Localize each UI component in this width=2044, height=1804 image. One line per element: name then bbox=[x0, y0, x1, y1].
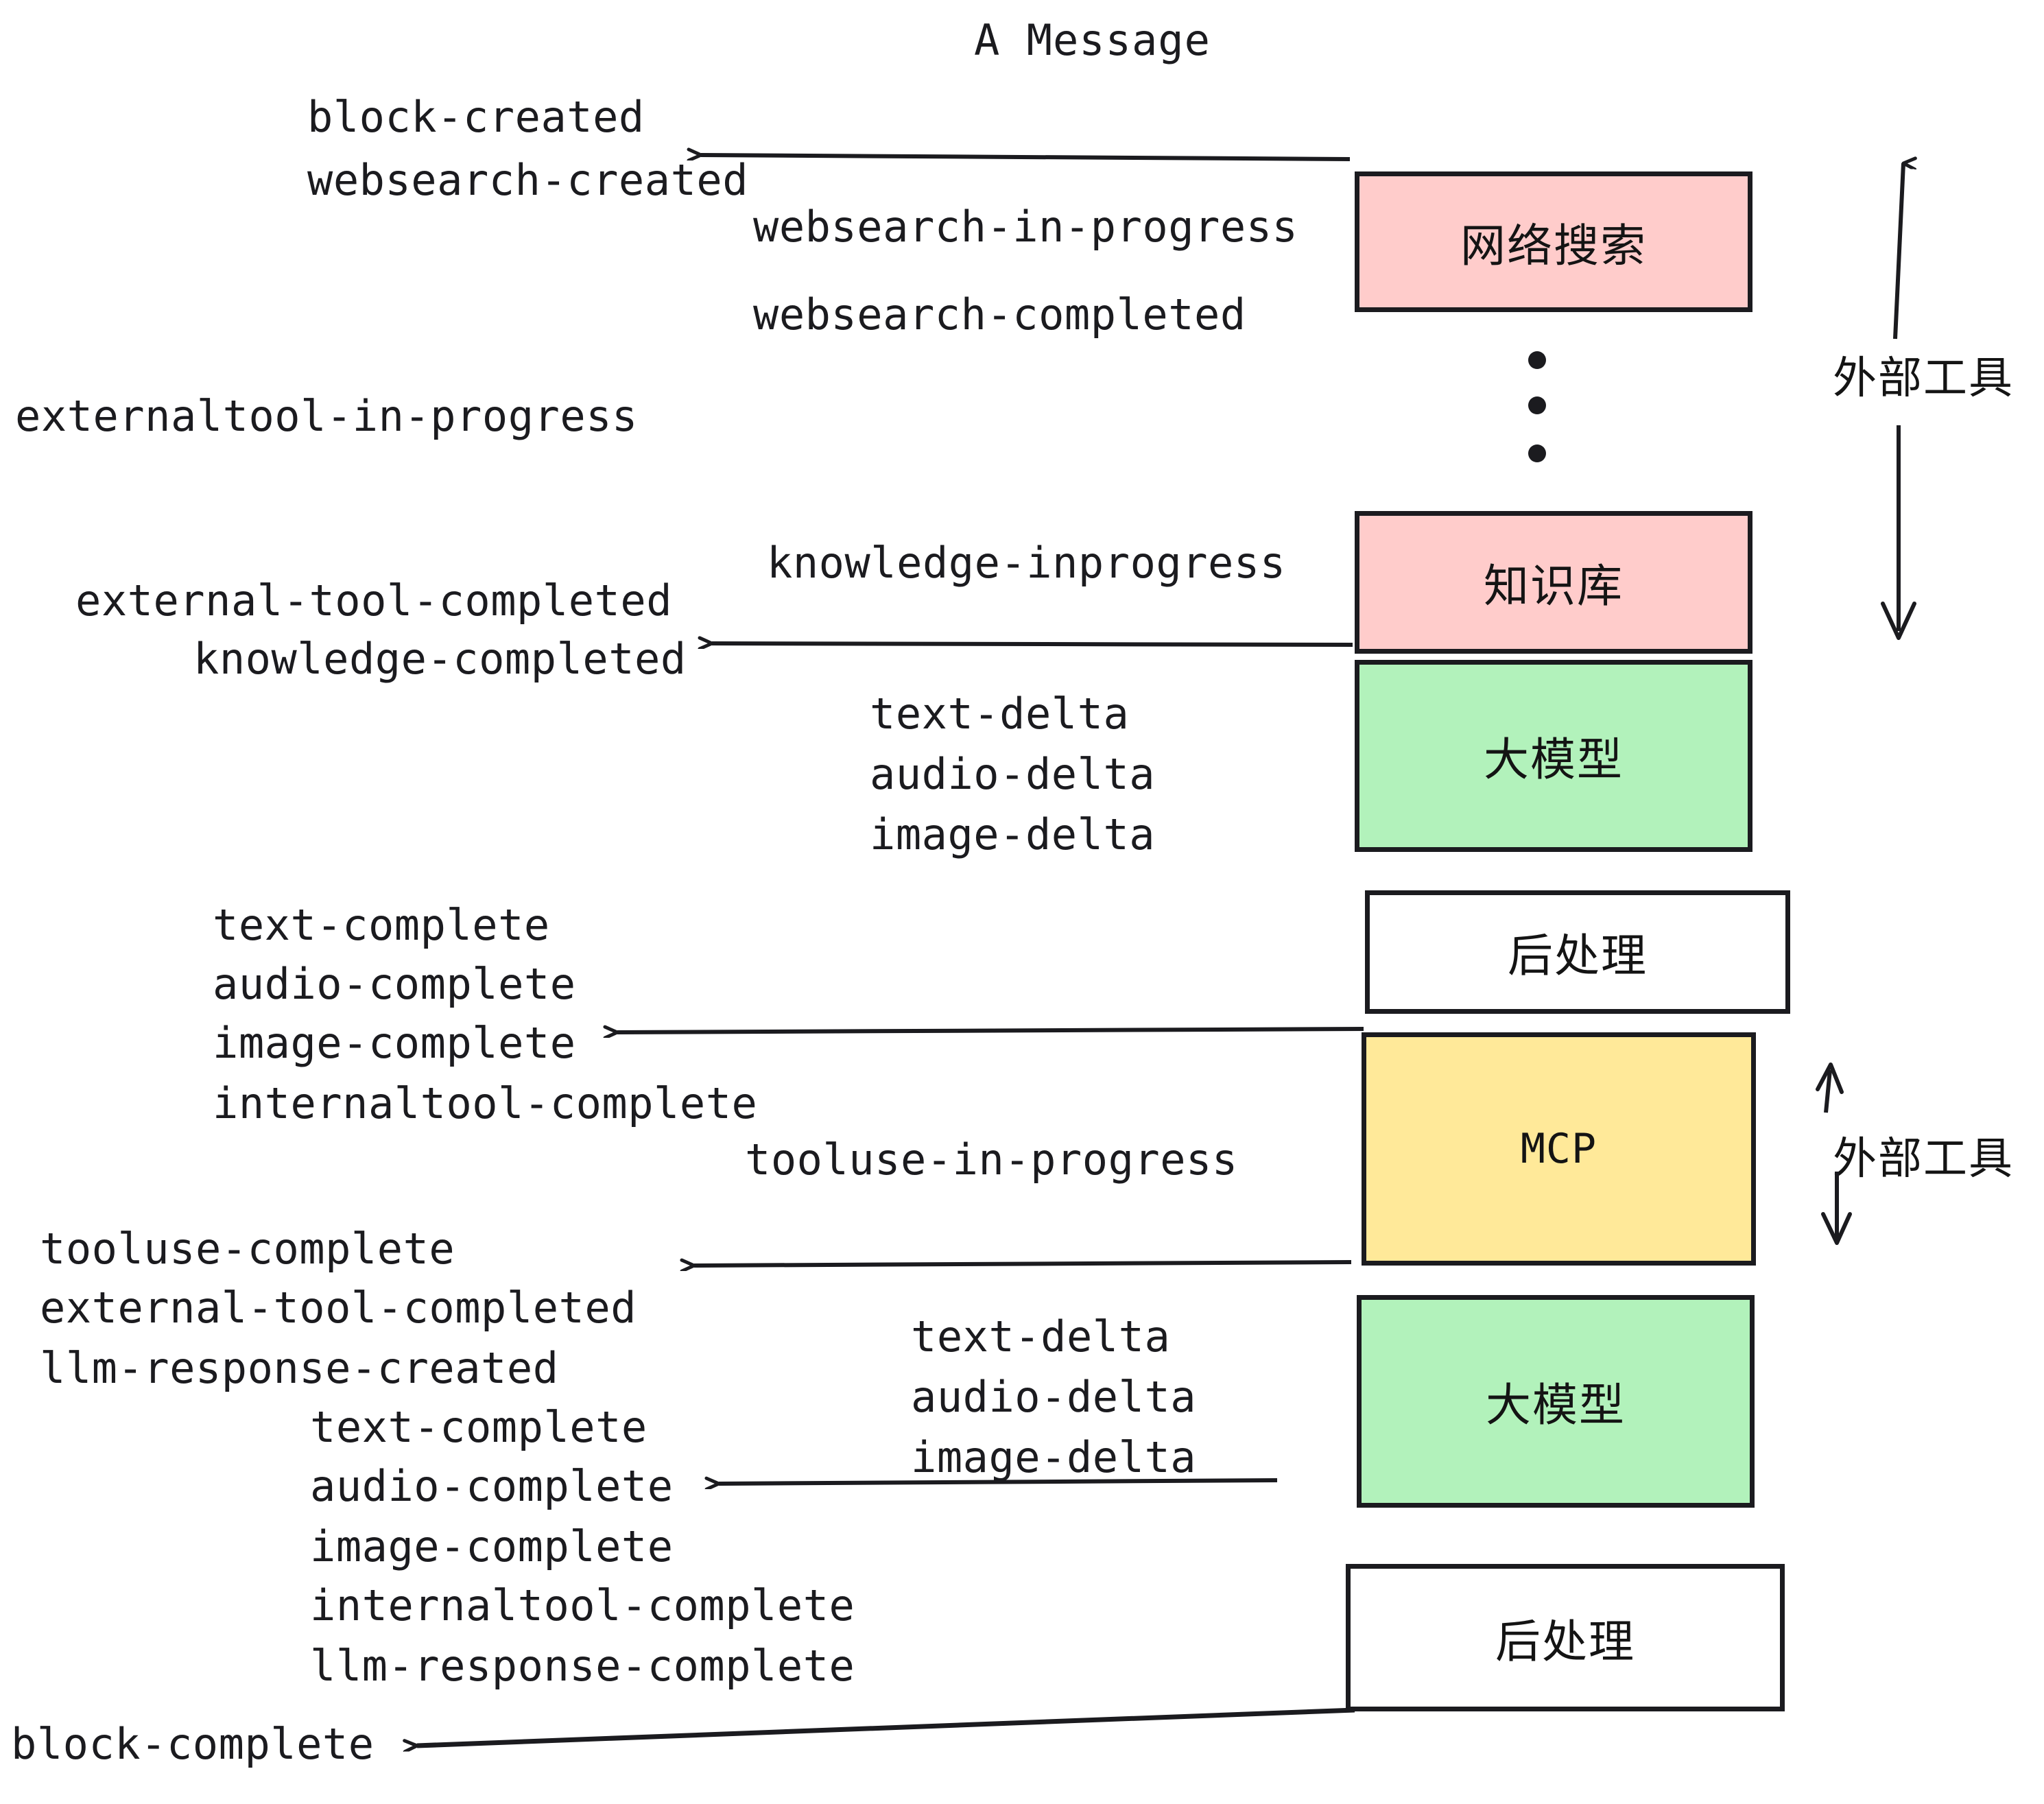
side-annotation-external-tool-top: 外部工具 bbox=[1833, 353, 2014, 404]
event-label-knowledge-inprogress: knowledge-inprogress bbox=[767, 538, 1286, 588]
event-label-externaltool-in-progress: externaltool-in-progress bbox=[15, 391, 638, 441]
event-label-internaltool-complete-2: internaltool-complete bbox=[310, 1580, 855, 1630]
arrowhead-external-tool-down-top bbox=[1881, 602, 1916, 640]
node-label-knowledge: 知识库 bbox=[1484, 560, 1624, 613]
event-label-audio-complete-1: audio-complete bbox=[213, 959, 576, 1009]
node-box-mcp: MCP bbox=[1362, 1032, 1756, 1266]
arrowhead-external-tool-down-bottom bbox=[1821, 1212, 1852, 1245]
event-label-external-tool-completed-2: external-tool-completed bbox=[40, 1283, 637, 1333]
arrow-websearch-to-created bbox=[701, 155, 1351, 161]
arrow-external-tool-up-top bbox=[1893, 163, 1903, 340]
node-label-postprocess-top: 后处理 bbox=[1508, 929, 1648, 982]
event-label-block-complete: block-complete bbox=[11, 1719, 375, 1769]
ellipsis-dot-2 bbox=[1528, 396, 1546, 414]
arrow-external-tool-up-bottom-line bbox=[1824, 1069, 1832, 1113]
event-label-text-complete-1: text-complete bbox=[213, 900, 550, 950]
node-box-websearch: 网络搜索 bbox=[1355, 171, 1752, 312]
event-label-websearch-completed: websearch-completed bbox=[753, 289, 1246, 340]
node-label-mcp: MCP bbox=[1520, 1125, 1597, 1173]
event-label-websearch-created: websearch-created bbox=[307, 155, 749, 205]
event-label-text-complete-2: text-complete bbox=[310, 1402, 647, 1452]
event-label-audio-delta-1: audio-delta bbox=[870, 749, 1156, 799]
node-box-llm-top: 大模型 bbox=[1355, 660, 1752, 852]
event-label-tooluse-complete: tooluse-complete bbox=[40, 1224, 455, 1274]
event-label-image-delta-1: image-delta bbox=[870, 809, 1156, 859]
arrowhead-external-tool-up-bottom bbox=[1816, 1063, 1844, 1094]
event-label-image-delta-2: image-delta bbox=[911, 1432, 1197, 1482]
node-box-postprocess-bottom: 后处理 bbox=[1346, 1564, 1785, 1711]
node-label-postprocess-bottom: 后处理 bbox=[1495, 1615, 1635, 1668]
event-label-llm-response-complete: llm-response-complete bbox=[310, 1641, 855, 1691]
node-box-knowledge: 知识库 bbox=[1355, 511, 1752, 654]
side-annotation-external-tool-bottom: 外部工具 bbox=[1833, 1134, 2014, 1185]
arrow-llm-top-to-image-complete bbox=[617, 1029, 1364, 1032]
node-box-postprocess-top: 后处理 bbox=[1365, 890, 1790, 1014]
node-label-llm-top: 大模型 bbox=[1484, 733, 1624, 786]
event-label-text-delta-2: text-delta bbox=[911, 1312, 1171, 1362]
event-label-text-delta-1: text-delta bbox=[870, 689, 1130, 739]
event-label-websearch-in-progress: websearch-in-progress bbox=[753, 202, 1298, 252]
arrow-mcp-to-tooluse-complete bbox=[694, 1262, 1352, 1266]
node-box-llm-bottom: 大模型 bbox=[1357, 1295, 1755, 1508]
node-label-llm-bottom: 大模型 bbox=[1486, 1379, 1626, 1432]
event-label-audio-complete-2: audio-complete bbox=[310, 1461, 674, 1511]
event-label-audio-delta-2: audio-delta bbox=[911, 1372, 1197, 1422]
ellipsis-dot-3 bbox=[1528, 444, 1546, 462]
event-label-tooluse-in-progress: tooluse-in-progress bbox=[745, 1135, 1238, 1185]
node-label-websearch: 网络搜索 bbox=[1460, 219, 1647, 272]
event-label-external-tool-completed-1: external-tool-completed bbox=[75, 575, 673, 626]
event-label-image-complete-1: image-complete bbox=[213, 1018, 576, 1068]
diagram-title: A Message bbox=[974, 15, 1211, 65]
event-label-knowledge-completed: knowledge-completed bbox=[193, 634, 687, 684]
event-label-llm-response-created: llm-response-created bbox=[40, 1343, 559, 1393]
event-label-block-created: block-created bbox=[307, 92, 645, 142]
arrow-postprocess-to-block-complete bbox=[417, 1707, 1355, 1746]
ellipsis-dot-1 bbox=[1528, 351, 1546, 369]
arrow-knowledge-to-completed bbox=[712, 643, 1353, 645]
event-label-internaltool-complete-1: internaltool-complete bbox=[213, 1078, 758, 1128]
event-label-image-complete-2: image-complete bbox=[310, 1521, 674, 1571]
